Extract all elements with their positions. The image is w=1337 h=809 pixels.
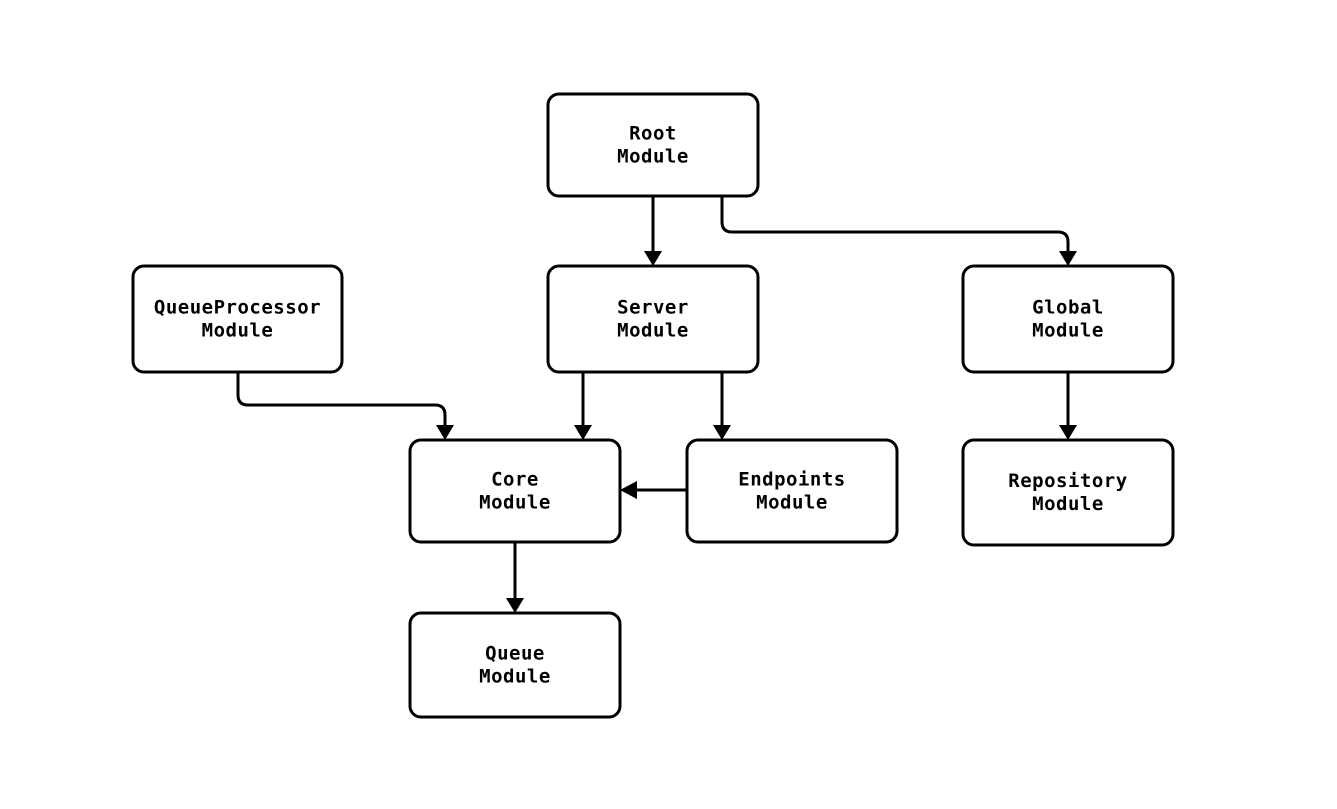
node-label-line2: Module — [1032, 320, 1104, 342]
node-label-line2: Module — [479, 666, 551, 688]
edge-root-to-global — [720, 196, 1077, 266]
edge-server-to-core — [574, 372, 592, 440]
edge-endpoints-to-core — [620, 481, 687, 499]
node-label-line2: Module — [479, 492, 551, 514]
node-label-line1: Server — [617, 297, 689, 319]
arrow-head-icon — [574, 425, 592, 440]
edge-queueprocessor-to-core — [236, 372, 454, 440]
node-label-line1: Core — [491, 469, 539, 491]
edge-global-to-repository — [1059, 372, 1077, 440]
node-box[interactable] — [131, 264, 344, 374]
edges-layer — [236, 196, 1077, 613]
node-label-line2: Module — [1032, 493, 1104, 515]
node-label-line2: Module — [202, 320, 274, 342]
node-box[interactable] — [408, 438, 622, 544]
node-box[interactable] — [685, 438, 899, 544]
nodes-layer: RootModuleQueueProcessorModuleServerModu… — [131, 92, 1175, 719]
node-label-line1: QueueProcessor — [154, 297, 321, 319]
edge-server-to-endpoints — [713, 372, 731, 440]
arrow-head-icon — [436, 425, 454, 440]
node-box[interactable] — [408, 611, 622, 719]
node-label-line2: Module — [617, 320, 689, 342]
node-box[interactable] — [546, 92, 760, 198]
edge-core-to-queue — [506, 542, 524, 613]
edge-line — [236, 372, 447, 426]
node-box[interactable] — [546, 264, 760, 374]
arrow-head-icon — [1059, 251, 1077, 266]
node-label-line2: Module — [756, 492, 828, 514]
node-box[interactable] — [961, 438, 1175, 547]
node-label-line1: Repository — [1008, 470, 1127, 492]
node-label-line1: Root — [629, 123, 677, 145]
arrow-head-icon — [713, 425, 731, 440]
arrow-head-icon — [1059, 425, 1077, 440]
node-label-line1: Queue — [485, 643, 545, 665]
arrow-head-icon — [506, 598, 524, 613]
arrow-head-icon — [620, 481, 637, 499]
edge-root-to-server — [644, 196, 662, 266]
node-label-line2: Module — [617, 146, 689, 168]
arrow-head-icon — [644, 251, 662, 266]
edge-line — [720, 196, 1070, 252]
node-label-line1: Endpoints — [738, 469, 845, 491]
node-label-line1: Global — [1032, 297, 1104, 319]
node-box[interactable] — [961, 264, 1175, 374]
